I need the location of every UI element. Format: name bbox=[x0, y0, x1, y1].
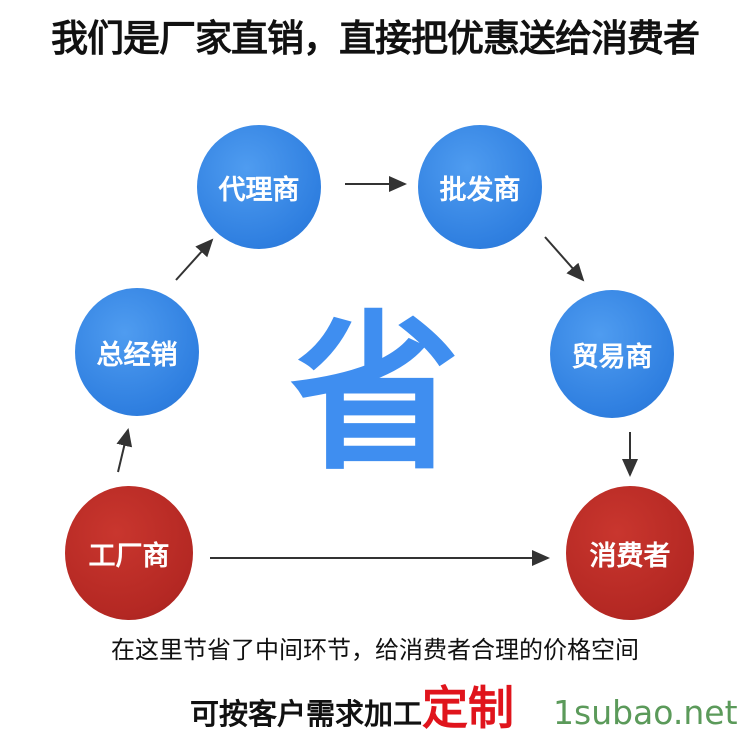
node-label: 总经销 bbox=[96, 339, 178, 371]
node-trader: 贸易商 bbox=[550, 290, 674, 418]
arrow-factory-to-distributor bbox=[116, 428, 133, 473]
watermark: 1subao.net bbox=[553, 693, 738, 732]
node-label: 消费者 bbox=[589, 540, 671, 572]
center-save-char: 省 bbox=[290, 296, 461, 494]
headline: 我们是厂家直销，直接把优惠送给消费者 bbox=[51, 17, 700, 60]
node-label: 工厂商 bbox=[88, 540, 170, 572]
node-label: 代理商 bbox=[218, 174, 300, 206]
custom-highlight: 定制 bbox=[422, 681, 515, 735]
node-distributor: 总经销 bbox=[75, 288, 199, 416]
node-label: 贸易商 bbox=[571, 341, 653, 373]
node-wholesaler: 批发商 bbox=[418, 125, 542, 249]
custom-line: 可按客户需求加工定制 bbox=[190, 672, 514, 738]
custom-prefix: 可按客户需求加工 bbox=[190, 697, 423, 731]
node-label: 批发商 bbox=[439, 174, 521, 206]
arrow-distributor-to-agent bbox=[175, 238, 214, 281]
node-consumer: 消费者 bbox=[566, 486, 694, 620]
arrow-wholesaler-to-trader bbox=[544, 236, 585, 282]
caption: 在这里节省了中间环节，给消费者合理的价格空间 bbox=[111, 636, 639, 664]
node-agent: 代理商 bbox=[197, 125, 321, 249]
node-factory: 工厂商 bbox=[65, 486, 193, 620]
